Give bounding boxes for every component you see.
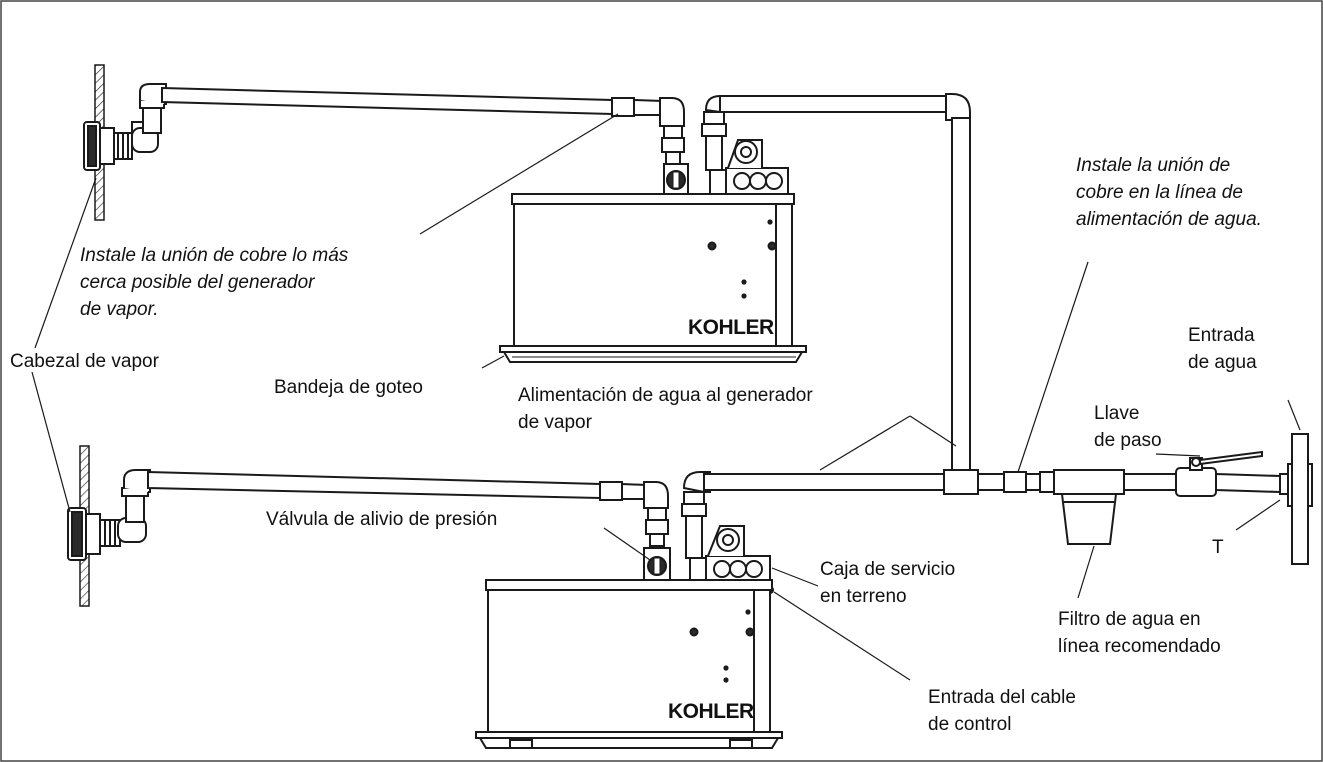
drip-tray-bottom [475, 731, 783, 739]
label-water-inlet-line2: de agua [1188, 352, 1257, 373]
label-drip-tray-text: Bandeja de goteo [274, 377, 423, 398]
label-copper-line-line3: alimentación de agua. [1076, 209, 1262, 230]
label-tee-text: T [1212, 537, 1224, 558]
label-relief-valve-text: Válvula de alivio de presión [266, 509, 498, 530]
bottom-assembly [67, 433, 1313, 749]
label-tee: T [1212, 534, 1224, 561]
label-water-filter-line2: línea recomendado [1058, 636, 1221, 657]
copper-union-feed [1003, 471, 1027, 493]
steam-head-top [83, 83, 167, 171]
label-copper-near-line1: Instale la unión de cobre lo más [80, 245, 349, 266]
leader-lines [31, 113, 1301, 681]
tee-feed [943, 469, 979, 495]
water-inlet-pipe [1291, 433, 1309, 565]
label-copper-near-line3: de vapor. [80, 299, 159, 320]
shutoff-valve [1175, 450, 1263, 497]
label-shutoff-line2: de paso [1094, 430, 1162, 451]
kohler-logo-top: KOHLER [688, 316, 774, 339]
label-drip-tray: Bandeja de goteo [274, 374, 423, 401]
copper-union-bottom [599, 481, 623, 501]
label-water-inlet-line1: Entrada [1188, 325, 1255, 346]
label-copper-near-line2: cerca posible del generador [80, 272, 315, 293]
label-control-cable: Entrada del cable de control [928, 684, 1076, 738]
steam-pipe-bottom [147, 470, 601, 500]
label-control-cable-line1: Entrada del cable [928, 687, 1076, 708]
label-steam-head-text: Cabezal de vapor [10, 351, 159, 372]
label-water-filter-line1: Filtro de agua en [1058, 609, 1201, 630]
water-filter [1053, 469, 1125, 545]
label-service-box: Caja de servicio en terreno [820, 556, 955, 610]
relief-valve-bottom [643, 547, 671, 581]
label-water-inlet: Entrada de agua [1188, 322, 1257, 376]
label-water-feed: Alimentación de agua al generador de vap… [518, 382, 813, 436]
service-box-bottom [705, 525, 771, 583]
steam-generator-top [511, 193, 795, 347]
label-control-cable-line2: de control [928, 714, 1012, 735]
label-steam-head: Cabezal de vapor [10, 348, 159, 375]
label-service-box-line1: Caja de servicio [820, 559, 956, 580]
top-assembly [83, 64, 971, 471]
drip-tray-top [499, 345, 807, 353]
label-service-box-line2: en terreno [820, 586, 907, 607]
label-relief-valve: Válvula de alivio de presión [266, 506, 497, 533]
steam-pipe-top [161, 86, 613, 116]
label-copper-union-line: Instale la unión de cobre en la línea de… [1076, 152, 1262, 233]
steam-generator-bottom [485, 579, 773, 733]
label-copper-line-line2: cobre en la línea de [1076, 182, 1243, 203]
label-water-feed-line2: de vapor [518, 412, 592, 433]
relief-valve-top [663, 163, 689, 195]
copper-union-top [611, 97, 635, 117]
service-box-top [725, 139, 789, 195]
steam-head-bottom [67, 469, 151, 561]
label-copper-line-line1: Instale la unión de [1076, 155, 1231, 176]
label-copper-union-near: Instale la unión de cobre lo más cerca p… [80, 242, 348, 323]
label-shutoff-line1: Llave [1094, 403, 1140, 424]
kohler-logo-bottom: KOHLER [668, 700, 754, 723]
label-water-feed-line1: Alimentación de agua al generador [518, 385, 813, 406]
water-supply-line [703, 473, 945, 491]
label-shutoff-valve: Llave de paso [1094, 400, 1162, 454]
label-water-filter: Filtro de agua en línea recomendado [1058, 606, 1221, 660]
